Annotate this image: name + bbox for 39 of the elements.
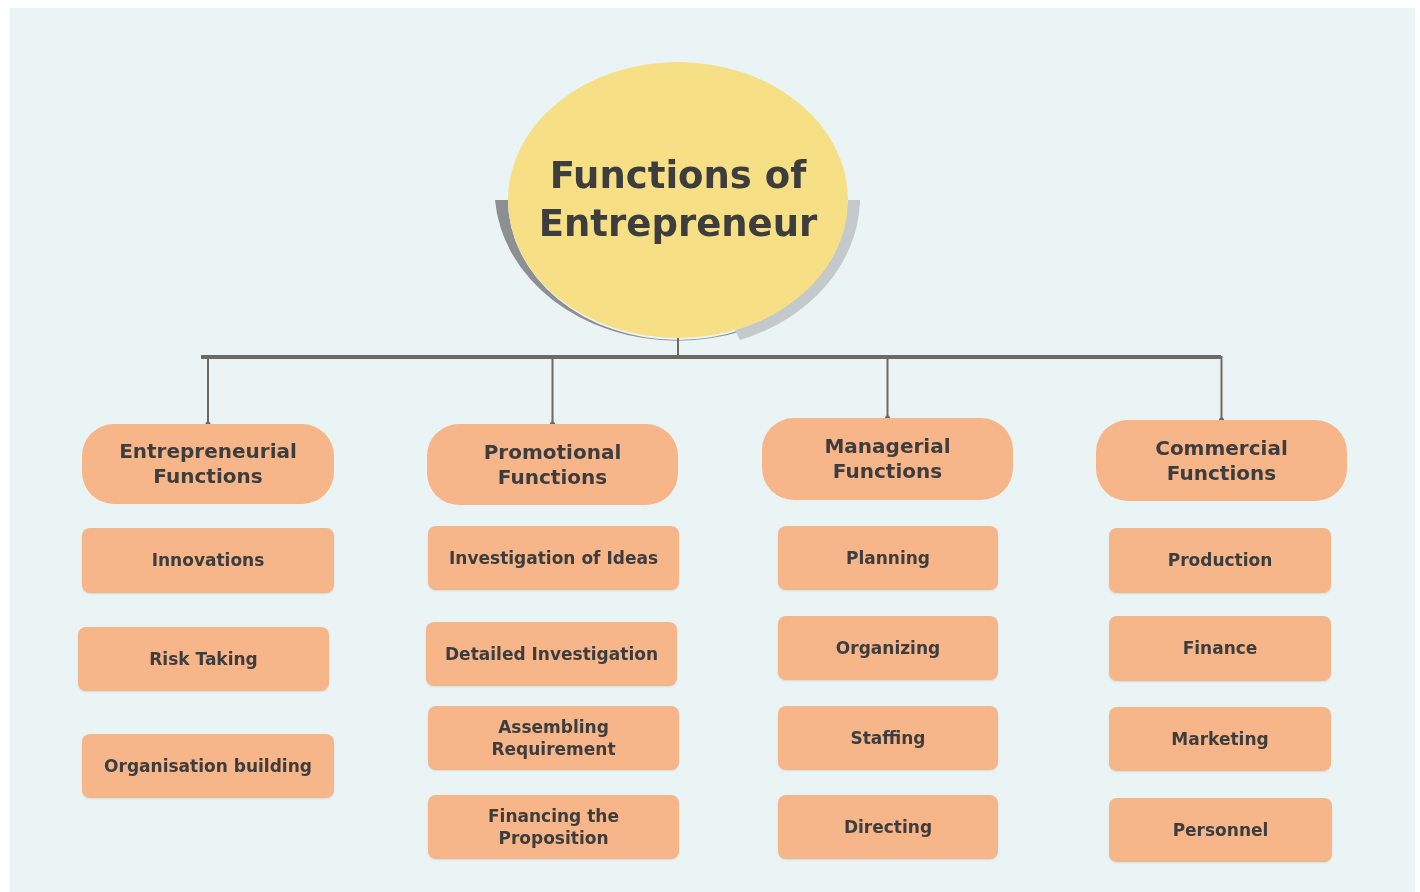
function-box bbox=[428, 706, 679, 770]
function-box bbox=[778, 795, 998, 859]
category-box bbox=[82, 424, 334, 504]
node-label: Planning bbox=[845, 546, 931, 570]
function-box bbox=[778, 526, 998, 590]
function-box bbox=[82, 528, 334, 593]
node-label: Managerial Functions bbox=[823, 434, 952, 484]
node-label: Finance bbox=[1182, 637, 1258, 660]
node-label: Commercial Functions bbox=[1154, 435, 1289, 486]
category-box bbox=[762, 418, 1013, 500]
node-label: Functions of Entrepreneur bbox=[537, 152, 819, 247]
function-box bbox=[778, 706, 998, 770]
node-label: Financing the Proposition bbox=[487, 804, 620, 850]
function-box bbox=[82, 734, 334, 798]
function-box bbox=[78, 627, 329, 691]
category-box bbox=[1096, 420, 1347, 501]
node-label: Directing bbox=[843, 815, 933, 839]
node-label: Investigation of Ideas bbox=[449, 546, 658, 570]
node-label: Detailed Investigation bbox=[445, 642, 658, 666]
function-box bbox=[1109, 528, 1331, 593]
function-box bbox=[428, 526, 679, 590]
function-box bbox=[1109, 798, 1332, 862]
node-label: Production bbox=[1167, 549, 1273, 572]
node-label: Innovations bbox=[151, 549, 265, 572]
node-label: Marketing bbox=[1171, 727, 1269, 751]
function-box bbox=[426, 622, 677, 686]
function-box bbox=[778, 616, 998, 680]
node-label: Organizing bbox=[835, 636, 941, 660]
node-label: Organisation building bbox=[104, 754, 312, 778]
function-box bbox=[1109, 707, 1331, 771]
node-label: Assembling Requirement bbox=[490, 715, 617, 761]
node-label: Staffing bbox=[850, 726, 926, 750]
node-label: Promotional Functions bbox=[482, 439, 623, 490]
function-box bbox=[1109, 616, 1331, 681]
node-label: Personnel bbox=[1172, 818, 1269, 842]
node-label: Risk Taking bbox=[149, 647, 258, 671]
category-box bbox=[427, 424, 678, 505]
node-label: Entrepreneurial Functions bbox=[118, 439, 298, 489]
function-box bbox=[428, 795, 679, 859]
